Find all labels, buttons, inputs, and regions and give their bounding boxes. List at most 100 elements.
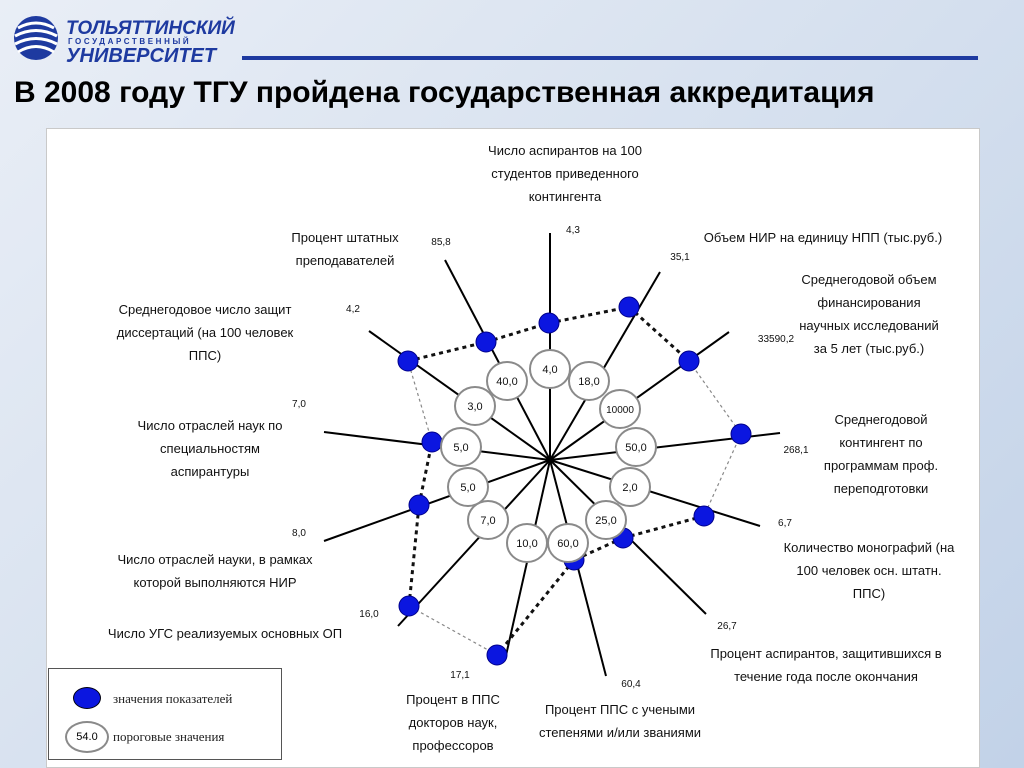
value-dot-10: [421, 431, 443, 453]
indicator-label-line: Количество монографий (на: [783, 540, 955, 555]
value-segment-7: [408, 605, 498, 656]
value-segment-11: [407, 340, 487, 363]
indicator-label-a1: Объем НИР на единицу НПП (тыс.руб.): [668, 226, 978, 249]
indicator-label-line: переподготовки: [833, 481, 929, 496]
value-label-5: 26,7: [717, 621, 737, 632]
value-label-3: 268,1: [783, 445, 808, 456]
value-label-11: 4,2: [346, 304, 360, 315]
threshold-label-4: 2,0: [622, 482, 637, 494]
spoke-12: [444, 259, 551, 461]
indicator-label-line: ППС): [188, 348, 222, 363]
threshold-circle-11: [454, 386, 496, 426]
indicator-label-line: докторов наук,: [408, 715, 498, 730]
value-label-12: 85,8: [431, 237, 451, 248]
value-segment-2: [688, 360, 742, 435]
logo-line-3: УНИВЕРСИТЕТ: [66, 45, 218, 67]
indicator-label-line: контингент по: [839, 435, 923, 450]
threshold-label-0: 4,0: [542, 364, 557, 376]
threshold-circle-9: [447, 467, 489, 507]
value-dot-4: [693, 505, 715, 527]
threshold-circles: 4,018,01000050,02,025,060,010,07,05,05,0…: [440, 349, 657, 563]
indicator-label-line: за 5 лет (тыс.руб.): [813, 341, 925, 356]
value-segment-3: [703, 433, 742, 517]
indicator-label-line: программам проф.: [823, 458, 939, 473]
value-dot-7: [486, 644, 508, 666]
indicator-label-line: профессоров: [412, 738, 494, 753]
threshold-circle-5: [585, 500, 627, 540]
indicator-label-line: научных исследований: [799, 318, 939, 333]
indicator-label-line: Процент аспирантов, защитившихся в: [710, 646, 942, 661]
radar-spokes: [323, 233, 781, 677]
logo-rule: [242, 56, 978, 60]
indicator-label-a3: Среднегодовой контингент по программам про…: [786, 408, 976, 500]
threshold-label-6: 60,0: [557, 538, 578, 550]
threshold-circle-7: [506, 523, 548, 563]
chart-panel: [46, 128, 980, 768]
value-label-0: 4,3: [566, 225, 580, 236]
indicator-label-line: Среднегодовое число защит: [118, 302, 292, 317]
indicator-label-line: Число аспирантов на 100: [488, 143, 642, 158]
threshold-circle-12: [486, 361, 528, 401]
threshold-label-8: 7,0: [480, 515, 495, 527]
value-dot-3: [730, 423, 752, 445]
value-dot-2: [678, 350, 700, 372]
value-label-4: 6,7: [778, 518, 792, 529]
threshold-circle-10: [440, 427, 482, 467]
spoke-9: [323, 459, 551, 542]
indicator-label-line: контингента: [528, 189, 602, 204]
globe-icon: [14, 16, 58, 60]
threshold-circle-icon: 54.0: [65, 721, 109, 753]
threshold-circle-1: [568, 361, 610, 401]
indicator-label-a5: Процент аспирантов, защитившихся в течени…: [676, 642, 976, 688]
logo-line-1: ТОЛЬЯТТИНСКИЙ: [66, 17, 235, 39]
indicator-label-line: Процент ППС с учеными: [544, 702, 696, 717]
threshold-circle-3: [615, 427, 657, 467]
value-label-8: 16,0: [359, 609, 379, 620]
indicator-label-line: преподавателей: [295, 253, 395, 268]
indicator-label-line: Число отраслей науки, в рамках: [117, 552, 313, 567]
indicator-label-a2: Среднегодовой объем финансирования научных…: [764, 268, 974, 360]
spoke-1: [549, 271, 661, 461]
value-dot-11: [397, 350, 419, 372]
value-label-2: 33590,2: [758, 334, 795, 345]
indicator-label-line: Среднегодовой объем: [801, 272, 937, 287]
indicator-label-line: студентов приведенного: [491, 166, 639, 181]
value-dot-12: [475, 331, 497, 353]
indicator-label-line: аспирантуры: [170, 464, 250, 479]
indicator-label-a0: Число аспирантов на 100 студентов приведе…: [440, 139, 690, 208]
value-polygon-lines: [407, 305, 742, 656]
legend: значения показателей 54.0 пороговые знач…: [48, 668, 282, 760]
indicator-label-line: диссертаций (на 100 человек: [116, 325, 294, 340]
indicator-label-line: Число отраслей наук по: [137, 418, 283, 433]
spoke-8: [397, 459, 551, 627]
indicator-label-line: Среднегодовой: [834, 412, 928, 427]
threshold-label-10: 5,0: [453, 442, 468, 454]
value-segment-9: [417, 441, 434, 506]
spoke-2: [549, 331, 730, 461]
indicator-label-a8: Число УГС реализуемых основных ОП: [80, 622, 370, 645]
value-segment-4: [622, 514, 705, 540]
threshold-label-1: 18,0: [578, 376, 599, 388]
threshold-label-11: 3,0: [467, 401, 482, 413]
value-dot-1: [618, 296, 640, 318]
value-segment-12: [485, 321, 550, 344]
university-logo: ТОЛЬЯТТИНСКИЙ ГОСУДАРСТВЕННЫЙ УНИВЕРСИТЕ…: [14, 16, 978, 67]
value-segment-0: [548, 305, 630, 325]
threshold-label-5: 25,0: [595, 515, 616, 527]
indicator-label-line: течение года после окончания: [734, 669, 918, 684]
value-label-7: 17,1: [450, 670, 470, 681]
threshold-circle-4: [609, 467, 651, 507]
indicator-label-line: ППС): [852, 586, 886, 601]
threshold-circle-0: [529, 349, 571, 389]
legend-row-values: значения показателей: [49, 683, 281, 713]
value-segment-10: [407, 360, 433, 443]
indicator-label-a11: Среднегодовое число защит диссертаций (на…: [80, 298, 330, 367]
indicator-label-line: финансирования: [817, 295, 921, 310]
value-dot-0: [538, 312, 560, 334]
legend-values-label: значения показателей: [113, 691, 233, 706]
